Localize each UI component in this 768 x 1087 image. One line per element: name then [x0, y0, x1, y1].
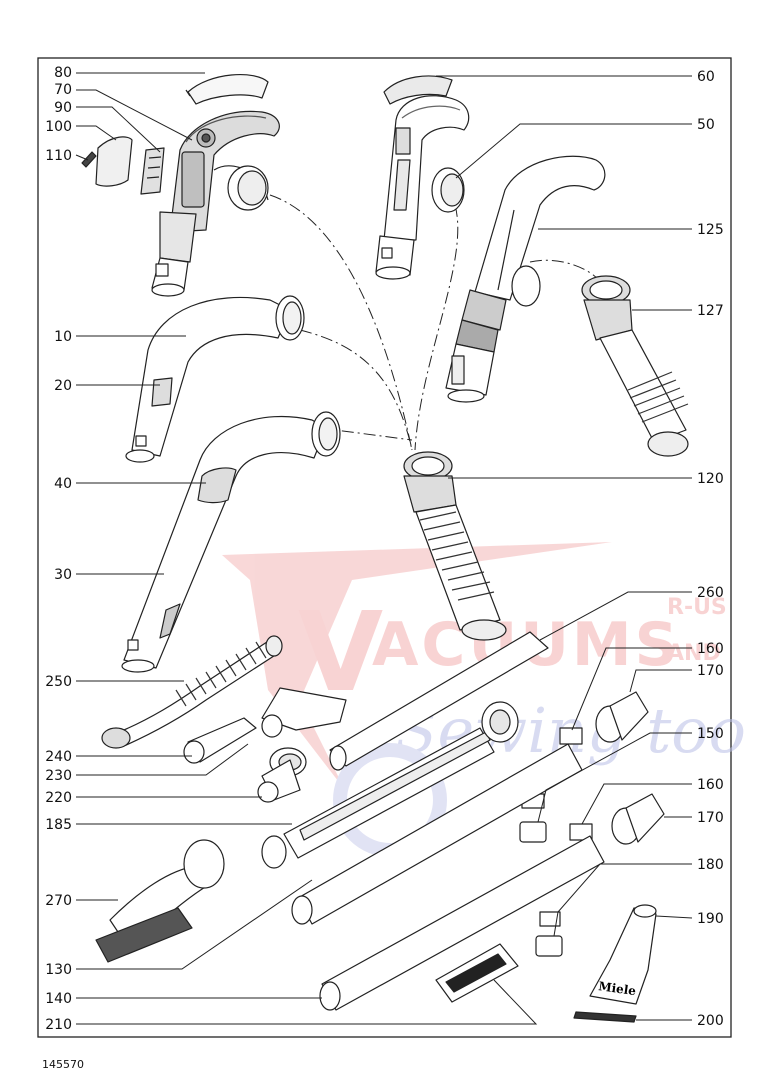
part-110-screw — [81, 151, 97, 168]
leader-right-7 — [629, 669, 692, 693]
part-185-tube — [261, 701, 519, 869]
callout-left-7: 40 — [54, 476, 72, 492]
callout-left-4: 110 — [45, 148, 72, 164]
leader-left-1 — [76, 89, 193, 141]
part-240-nozzle — [183, 717, 257, 764]
connection-lines — [269, 194, 603, 451]
part-125-handle — [445, 155, 606, 403]
part-270-brush — [95, 839, 225, 963]
part-230-nozzle — [261, 687, 347, 738]
part-60-cap — [383, 75, 453, 105]
leader-right-9 — [581, 783, 692, 825]
leader-left-3 — [76, 125, 117, 141]
part-90-switch — [140, 147, 165, 195]
part-250-hose — [101, 635, 283, 749]
callout-right-8: 150 — [697, 726, 724, 742]
callout-right-4: 120 — [697, 471, 724, 487]
part-220-adaptor — [257, 747, 307, 803]
parts — [81, 73, 689, 1023]
callout-right-0: 60 — [697, 69, 715, 85]
leader-right-12 — [655, 915, 693, 919]
part-120-hose — [403, 451, 507, 641]
part-200-strip — [573, 1011, 637, 1023]
watermark-v-shape — [222, 542, 612, 790]
part-210-strip — [435, 943, 519, 1003]
part-140-tube — [319, 835, 605, 1011]
part-160-clip-lower — [535, 823, 593, 957]
brand-mark: Miele — [598, 979, 638, 998]
callout-left-0: 80 — [54, 65, 72, 81]
callout-left-13: 185 — [45, 817, 72, 833]
part-190-nozzle — [589, 904, 657, 1005]
callout-right-13: 200 — [697, 1013, 724, 1029]
callout-left-9: 250 — [45, 674, 72, 690]
part-127-hose — [581, 275, 689, 457]
callout-left-15: 130 — [45, 962, 72, 978]
leader-right-6 — [571, 647, 692, 731]
callout-right-1: 50 — [697, 117, 715, 133]
part-80-cover — [187, 73, 269, 105]
leader-left-15 — [76, 879, 313, 970]
document-number: 145570 — [42, 1058, 84, 1071]
part-100-cover — [95, 136, 133, 187]
callout-right-5: 260 — [697, 585, 724, 601]
leader-right-5 — [539, 591, 692, 641]
callout-left-8: 30 — [54, 567, 72, 583]
part-130-tube — [291, 743, 583, 925]
callout-left-10: 240 — [45, 749, 72, 765]
part-260-tube — [329, 631, 549, 771]
leader-right-1 — [455, 123, 692, 179]
leader-left-2 — [76, 106, 161, 153]
callout-left-16: 140 — [45, 991, 72, 1007]
callout-left-12: 220 — [45, 790, 72, 806]
callout-right-7: 170 — [697, 663, 724, 679]
callout-left-6: 20 — [54, 378, 72, 394]
part-170-ring-lower — [611, 793, 665, 845]
callout-right-3: 127 — [697, 303, 724, 319]
callout-left-1: 70 — [54, 82, 72, 98]
callout-right-10: 170 — [697, 810, 724, 826]
diagram-frame — [37, 57, 732, 1038]
leader-left-17 — [76, 979, 538, 1025]
callout-right-11: 180 — [697, 857, 724, 873]
leader-left-11 — [76, 743, 249, 776]
callout-left-11: 230 — [45, 768, 72, 784]
callout-left-5: 10 — [54, 329, 72, 345]
part-70-handle — [151, 110, 280, 297]
callout-left-14: 270 — [45, 893, 72, 909]
callout-left-2: 90 — [54, 100, 72, 116]
callout-right-6: 160 — [697, 641, 724, 657]
leader-left-4 — [75, 154, 89, 161]
leader-right-8 — [537, 732, 692, 823]
leader-right-11 — [553, 863, 692, 937]
callout-right-12: 190 — [697, 911, 724, 927]
leader-lines — [75, 72, 693, 1025]
part-170-ring-upper — [595, 691, 649, 743]
callout-left-3: 100 — [45, 119, 72, 135]
watermark-suffix-1: R-US — [667, 595, 727, 620]
part-50-handle — [375, 95, 470, 280]
watermark-suffix-2: AND — [667, 641, 721, 666]
part-30-bend — [121, 411, 341, 673]
callout-right-2: 125 — [697, 222, 724, 238]
callout-left-17: 210 — [45, 1017, 72, 1033]
callout-right-9: 160 — [697, 777, 724, 793]
